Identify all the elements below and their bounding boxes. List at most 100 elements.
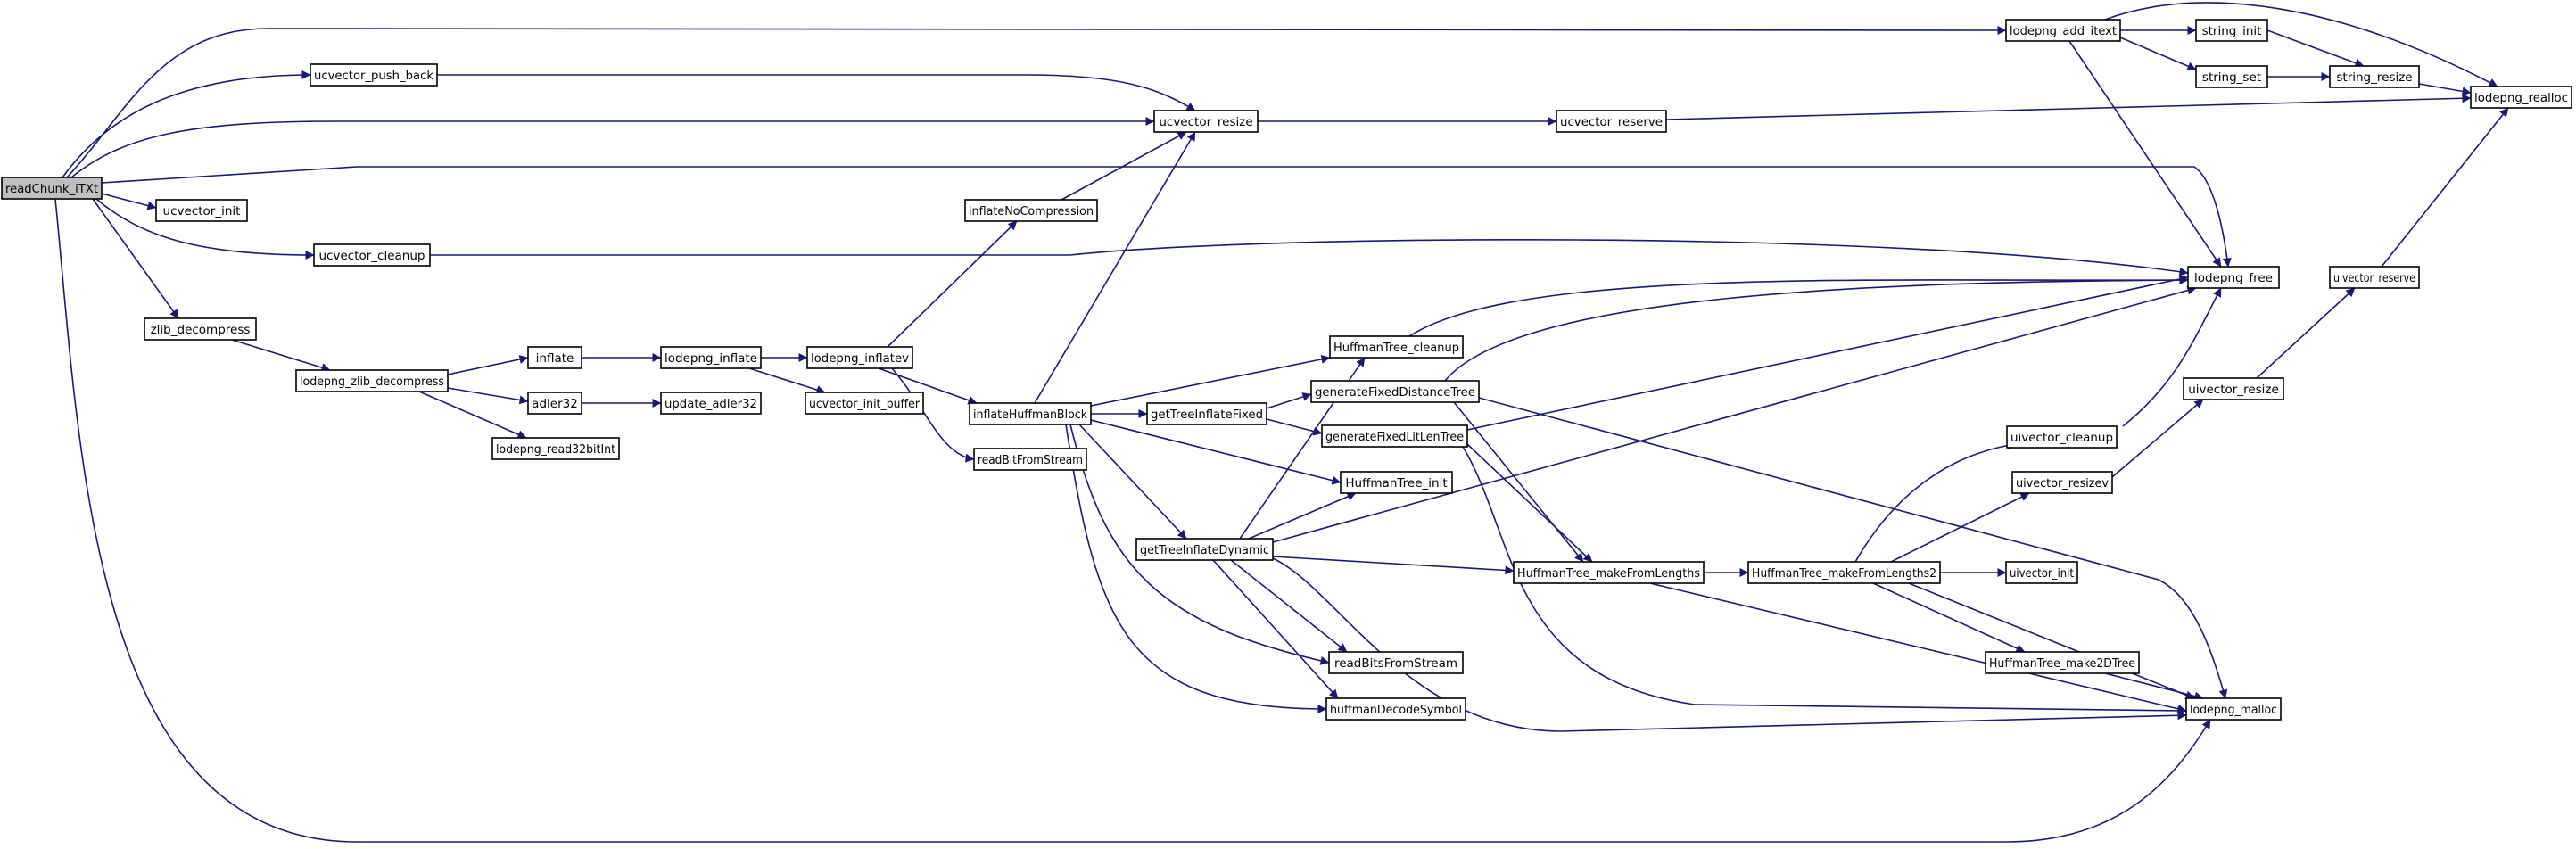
node-lodepng_free[interactable]: lodepng_free bbox=[2187, 266, 2280, 289]
edge-readChunk_iTXt-to-ucvector_resize bbox=[70, 117, 1155, 178]
node-uivector_init[interactable]: uivector_init bbox=[2005, 561, 2078, 584]
edge-readChunk_iTXt-to-ucvector_init bbox=[101, 193, 157, 210]
edge-getTreeInflateDynamic-to-readBitsFromStream bbox=[1230, 559, 1348, 653]
node-label: uivector_cleanup bbox=[2010, 431, 2113, 445]
node-box bbox=[1, 177, 103, 200]
node-ucvector_reserve[interactable]: ucvector_reserve bbox=[1556, 110, 1667, 133]
edge-getTreeInflateDynamic-to-HuffmanTree_init bbox=[1248, 492, 1357, 540]
node-label: readBitsFromStream bbox=[1334, 656, 1457, 671]
edge-ucvector_reserve-to-lodepng_realloc bbox=[1665, 94, 2472, 120]
node-readBitsFromStream[interactable]: readBitsFromStream bbox=[1328, 651, 1464, 674]
edge-generateFixedDistanceTree-to-lodepng_malloc bbox=[1478, 397, 2228, 699]
node-uivector_resizev[interactable]: uivector_resizev bbox=[2011, 471, 2113, 494]
edge-uivector_resizev-to-uivector_resize bbox=[2111, 399, 2204, 478]
node-box bbox=[1556, 110, 1667, 133]
node-ucvector_init_buffer[interactable]: ucvector_init_buffer bbox=[805, 392, 924, 415]
node-lodepng_zlib_decompress[interactable]: lodepng_zlib_decompress bbox=[295, 369, 449, 392]
node-label: getTreeInflateFixed bbox=[1151, 408, 1263, 422]
node-label: inflateNoCompression bbox=[969, 204, 1094, 218]
node-getTreeInflateFixed[interactable]: getTreeInflateFixed bbox=[1146, 402, 1267, 425]
node-HuffmanTree_make2DTree[interactable]: HuffmanTree_make2DTree bbox=[1985, 651, 2140, 674]
node-label: ucvector_cleanup bbox=[319, 249, 425, 263]
node-ucvector_resize[interactable]: ucvector_resize bbox=[1153, 110, 1259, 133]
node-ucvector_push_back[interactable]: ucvector_push_back bbox=[310, 63, 438, 87]
node-zlib_decompress[interactable]: zlib_decompress bbox=[144, 317, 257, 341]
edge-HuffmanTree_makeFromLengths-to-lodepng_malloc bbox=[1649, 582, 2187, 713]
node-box bbox=[1747, 561, 1941, 584]
node-label: uivector_reserve bbox=[2333, 271, 2415, 285]
node-box bbox=[310, 63, 438, 87]
node-box bbox=[1513, 561, 1705, 584]
node-box bbox=[527, 392, 582, 415]
node-label: HuffmanTree_makeFromLengths2 bbox=[1752, 566, 1936, 581]
node-readChunk_iTXt[interactable]: readChunk_iTXt bbox=[1, 177, 103, 200]
node-label: update_adler32 bbox=[665, 397, 757, 411]
node-ucvector_cleanup[interactable]: ucvector_cleanup bbox=[313, 243, 431, 267]
node-string_set[interactable]: string_set bbox=[2195, 65, 2268, 88]
node-box bbox=[155, 199, 248, 222]
edge-readChunk_iTXt-to-zlib_decompress bbox=[92, 198, 179, 319]
node-label: lodepng_malloc bbox=[2190, 703, 2277, 717]
node-box bbox=[1310, 380, 1480, 403]
edge-getTreeInflateDynamic-to-huffmanDecodeSymbol bbox=[1212, 559, 1339, 699]
edge-readChunk_iTXt-to-lodepng_free bbox=[101, 166, 2232, 268]
node-label: uivector_resizev bbox=[2016, 476, 2109, 490]
edge-lodepng_zlib_decompress-to-adler32 bbox=[447, 387, 529, 405]
node-box bbox=[1340, 471, 1453, 494]
node-lodepng_read32bitInt[interactable]: lodepng_read32bitInt bbox=[491, 437, 620, 460]
node-generateFixedDistanceTree[interactable]: generateFixedDistanceTree bbox=[1310, 380, 1480, 403]
node-box bbox=[2195, 65, 2268, 88]
node-label: ucvector_push_back bbox=[314, 69, 433, 83]
edge-HuffmanTree_makeFromLengths2-to-lodepng_malloc bbox=[1908, 582, 2195, 700]
edge-inflateNoCompression-to-ucvector_resize bbox=[1061, 131, 1187, 201]
node-inflateNoCompression[interactable]: inflateNoCompression bbox=[964, 199, 1098, 222]
node-label: generateFixedLitLenTree bbox=[1325, 430, 1464, 444]
node-HuffmanTree_makeFromLengths2[interactable]: HuffmanTree_makeFromLengths2 bbox=[1747, 561, 1941, 584]
node-ucvector_init[interactable]: ucvector_init bbox=[155, 199, 248, 222]
edge-inflateHuffmanBlock-to-HuffmanTree_init bbox=[1090, 419, 1342, 485]
node-lodepng_inflate[interactable]: lodepng_inflate bbox=[660, 346, 762, 369]
edge-inflateHuffmanBlock-to-huffmanDecodeSymbol bbox=[1065, 424, 1327, 713]
node-box bbox=[527, 346, 582, 369]
node-inflateHuffmanBlock[interactable]: inflateHuffmanBlock bbox=[969, 402, 1092, 425]
node-label: ucvector_reserve bbox=[1560, 115, 1663, 129]
node-update_adler32[interactable]: update_adler32 bbox=[660, 392, 762, 415]
node-HuffmanTree_makeFromLengths[interactable]: HuffmanTree_makeFromLengths bbox=[1513, 561, 1705, 584]
edge-getTreeInflateFixed-to-generateFixedDistanceTree bbox=[1266, 392, 1312, 409]
node-label: lodepng_inflate bbox=[665, 351, 757, 366]
edge-readChunk_iTXt-to-lodepng_malloc bbox=[54, 198, 2211, 843]
node-label: adler32 bbox=[532, 397, 578, 411]
node-lodepng_add_itext[interactable]: lodepng_add_itext bbox=[2005, 19, 2121, 42]
node-uivector_reserve[interactable]: uivector_reserve bbox=[2329, 266, 2420, 289]
function-nodes: readChunk_iTXt lodepng_add_itext string_in… bbox=[1, 19, 2572, 721]
node-box bbox=[660, 346, 762, 369]
node-uivector_resize[interactable]: uivector_resize bbox=[2183, 377, 2284, 400]
node-HuffmanTree_init[interactable]: HuffmanTree_init bbox=[1340, 471, 1453, 494]
node-string_init[interactable]: string_init bbox=[2195, 19, 2268, 42]
node-lodepng_realloc[interactable]: lodepng_realloc bbox=[2470, 86, 2572, 109]
node-lodepng_malloc[interactable]: lodepng_malloc bbox=[2185, 697, 2282, 721]
node-box bbox=[2187, 266, 2280, 289]
node-readBitFromStream[interactable]: readBitFromStream bbox=[973, 448, 1087, 471]
node-uivector_cleanup[interactable]: uivector_cleanup bbox=[2006, 425, 2118, 449]
node-box bbox=[2011, 471, 2113, 494]
node-box bbox=[1321, 424, 1468, 448]
edge-generateFixedLitLenTree-to-lodepng_free bbox=[1466, 275, 2189, 431]
edge-string_init-to-string_resize bbox=[2266, 29, 2365, 68]
node-HuffmanTree_cleanup[interactable]: HuffmanTree_cleanup bbox=[1329, 335, 1464, 359]
node-inflate[interactable]: inflate bbox=[527, 346, 582, 369]
node-huffmanDecodeSymbol[interactable]: huffmanDecodeSymbol bbox=[1325, 697, 1466, 721]
node-generateFixedLitLenTree[interactable]: generateFixedLitLenTree bbox=[1321, 424, 1468, 448]
node-label: HuffmanTree_make2DTree bbox=[1989, 656, 2135, 671]
node-lodepng_inflatev[interactable]: lodepng_inflatev bbox=[806, 346, 913, 369]
edge-generateFixedDistanceTree-to-HuffmanTree_makeFromLengths bbox=[1453, 401, 1584, 563]
edge-lodepng_inflatev-to-readBitFromStream bbox=[891, 367, 975, 463]
node-getTreeInflateDynamic[interactable]: getTreeInflateDynamic bbox=[1135, 538, 1274, 561]
node-label: lodepng_zlib_decompress bbox=[300, 375, 444, 389]
edge-lodepng_add_itext-to-lodepng_realloc bbox=[2104, 2, 2498, 87]
node-label: lodepng_read32bitInt bbox=[496, 442, 615, 457]
edge-getTreeInflateFixed-to-generateFixedLitLenTree bbox=[1266, 418, 1323, 436]
node-string_resize[interactable]: string_resize bbox=[2329, 65, 2420, 88]
node-adler32[interactable]: adler32 bbox=[527, 392, 582, 415]
node-box bbox=[1135, 538, 1274, 561]
